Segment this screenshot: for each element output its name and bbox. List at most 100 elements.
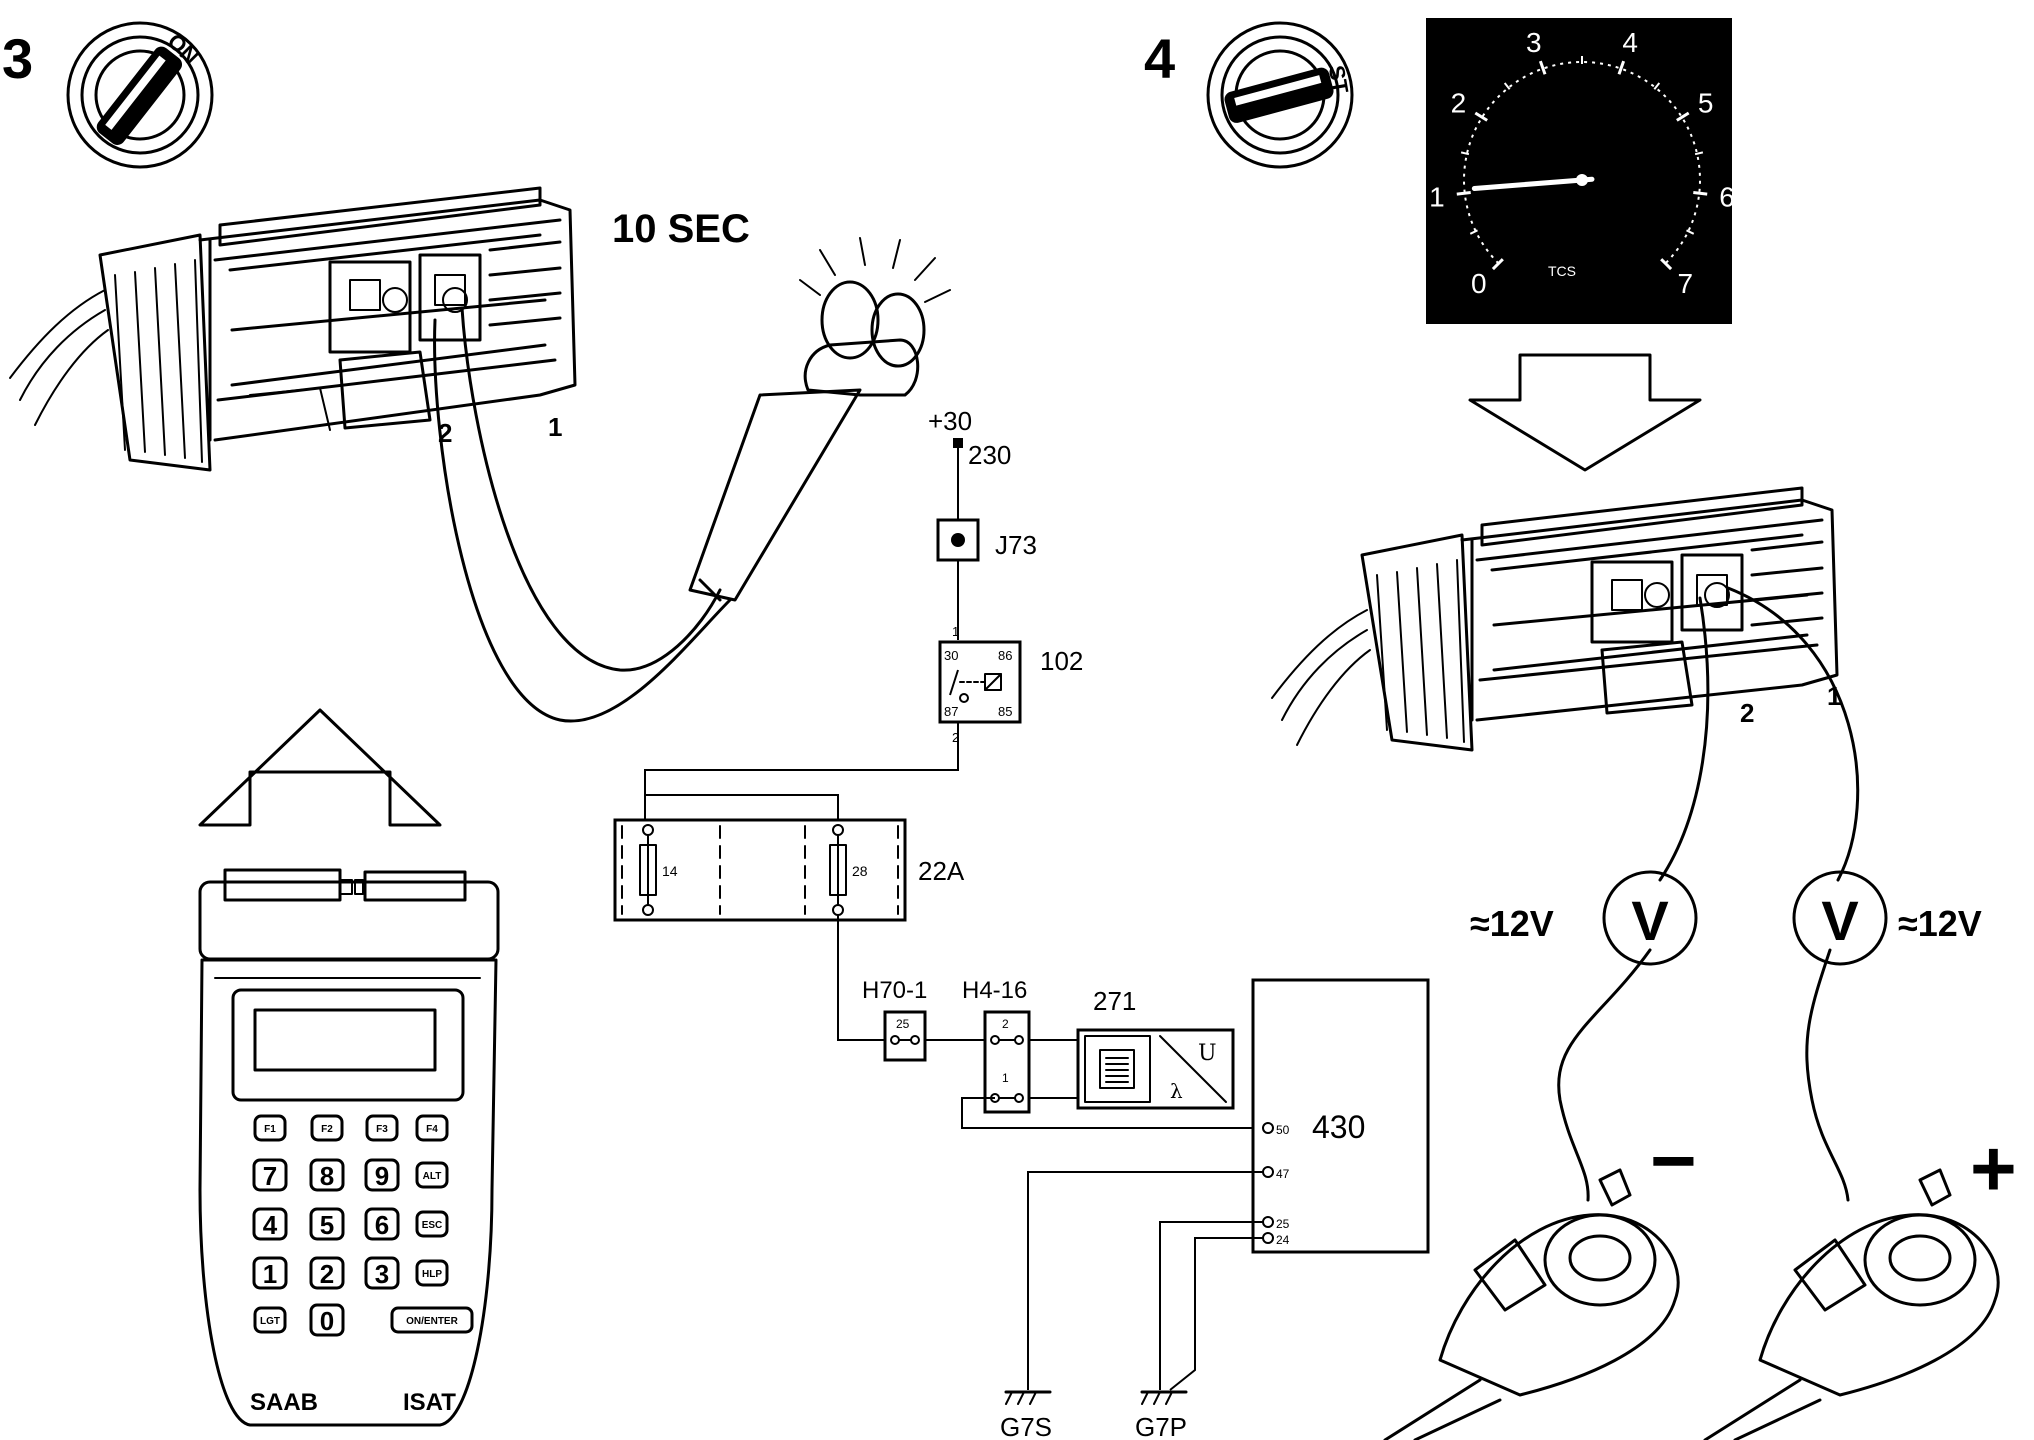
key-label: 1 [263,1259,277,1289]
ground-g7s-icon [1004,1390,1052,1405]
key-hlp: HLP [415,1259,449,1287]
ignition-key-start-icon: ST [1206,21,1354,169]
key-8: 8 [309,1158,345,1192]
key-label: 3 [375,1259,389,1289]
key-lgt: LGT [253,1306,287,1334]
key-label: F2 [321,1124,333,1135]
fuse-b-label: 28 [852,863,868,879]
isat-tester [198,868,500,1427]
splice-j73-label: J73 [995,530,1037,560]
key-6: 6 [364,1207,400,1241]
key-f4: F4 [415,1114,449,1142]
key-label: ESC [422,1220,443,1231]
tester-model: ISAT [403,1389,456,1416]
arrow-up-icon [198,708,442,827]
voltage-left-label: ≈12V [1470,903,1554,944]
tacho-tick-label: 4 [1622,27,1638,58]
key-9: 9 [364,1158,400,1192]
tacho-needle [1471,176,1595,191]
tacho-tick-label: 0 [1471,268,1487,299]
tacho-tick [1491,258,1504,271]
ignition-key-on-icon: ON [66,21,214,169]
voltmeter-left-icon: V [1602,870,1698,966]
arrow-down-icon [1468,353,1702,472]
key-f3: F3 [365,1114,399,1142]
voltmeter-left-symbol: V [1631,889,1668,952]
connector-h4-pin-top: 2 [1002,1017,1009,1031]
step-number-4: 4 [1144,27,1175,90]
ignition-start-label: ST [1324,63,1354,96]
tacho-tick-label: 6 [1719,181,1735,212]
connector-h70-label: H70-1 [862,977,927,1004]
connector-right: 2 1 [1271,486,1841,752]
key-f1: F1 [253,1114,287,1142]
connector-left-pin1: 1 [548,412,562,442]
ecu-pin-50: 50 [1276,1123,1290,1137]
relay-pin30-label: 30 [944,648,958,663]
tacho-tick [1456,191,1471,196]
key-4: 4 [252,1207,288,1241]
connector-right-pin2: 2 [1740,698,1754,728]
tacho-tick-label: 5 [1698,87,1714,118]
ground-g7p-icon [1140,1390,1188,1405]
fuse-a-label: 14 [662,863,678,879]
tacho-tick-label: 2 [1451,87,1467,118]
step-number-3: 3 [2,27,33,90]
fusebox-label: 22A [918,856,965,886]
key-onenter: ON/ENTER [390,1306,474,1334]
relay-pin2-label: 2 [952,730,959,745]
test-lamp-icon [688,237,951,602]
timer-label: 10 SEC [612,207,750,251]
tacho-minor-tick [1694,151,1704,156]
connector-right-pin1: 1 [1827,681,1841,711]
key-2: 2 [309,1256,345,1290]
tacho-tick-label: 3 [1526,27,1542,58]
key-label: 8 [320,1161,334,1191]
relay-pin85-label: 85 [998,704,1012,719]
tachometer-brand: TCS [1548,263,1576,279]
schematic: +30 230 J73 1 30 86 87 85 102 2 [613,406,1430,1440]
key-label: 5 [320,1210,334,1240]
tacho-tick [1676,111,1690,122]
tacho-tick [1693,191,1708,196]
tacho-tick [1538,60,1547,75]
key-f2: F2 [310,1114,344,1142]
sensor-u-label: U [1198,1041,1217,1066]
tacho-minor-tick [1686,229,1695,235]
sensor-lambda-label: λ [1170,1079,1183,1103]
tacho-tick-label: 7 [1677,268,1693,299]
key-label: HLP [422,1269,442,1280]
connector-left: 2 1 [9,186,577,472]
connector-h70-pin: 25 [896,1017,910,1031]
ecu-pin-25: 25 [1276,1217,1290,1231]
key-label: 0 [320,1306,334,1336]
tacho-tick [1660,258,1673,271]
battery-terminal-negative-icon [1383,1168,1680,1440]
oxygen-sensor-271 [1076,1028,1235,1110]
connector-h70 [883,1010,927,1062]
tacho-minor-tick [1653,82,1661,90]
ecu-430 [1251,978,1430,1254]
key-label: ON/ENTER [406,1316,458,1327]
key-label: 7 [263,1161,277,1191]
key-label: F3 [376,1124,388,1135]
key-7: 7 [252,1158,288,1192]
relay-pin87-label: 87 [944,704,958,719]
tacho-minor-tick [1503,82,1511,90]
key-alt: ALT [415,1161,449,1189]
relay-pin86-label: 86 [998,648,1012,663]
voltage-right-label: ≈12V [1898,903,1982,944]
battery-minus-sign: − [1650,1116,1697,1205]
ground-g7s-label: G7S [1000,1412,1052,1440]
voltmeter-right-symbol: V [1821,889,1858,952]
ecu-pin-24: 24 [1276,1233,1290,1247]
tacho-minor-tick [1469,229,1478,235]
connector-h4-label: H4-16 [962,977,1027,1004]
ecu-label: 430 [1312,1109,1365,1145]
ecu-pin-47: 47 [1276,1167,1290,1181]
key-5: 5 [309,1207,345,1241]
tacho-hub [1576,174,1588,186]
node-230-label: 230 [968,440,1011,470]
fusebox-22a [613,818,907,922]
